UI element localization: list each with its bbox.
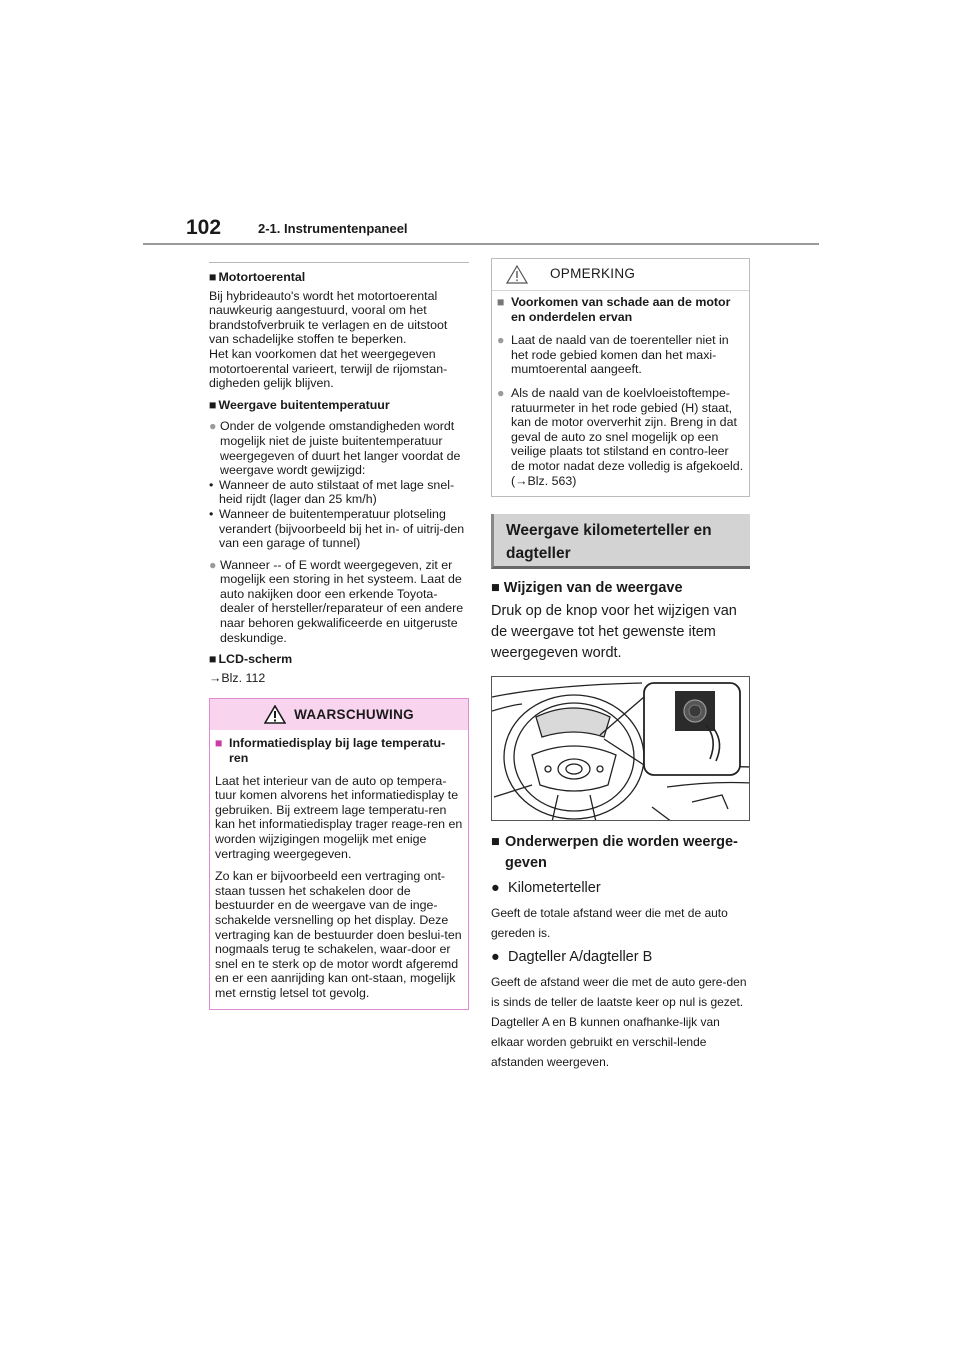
circle-bullet-icon: ● [491, 949, 500, 966]
caution-triangle-icon [506, 265, 528, 284]
circle-bullet-icon: ● [497, 385, 505, 400]
column-top-rule [209, 262, 469, 263]
buitentemperatuur-bullet-2: ● Wanneer -- of E wordt weergegeven, zit… [209, 557, 464, 645]
buitentemperatuur-sub-1: •Wanneer de auto stilstaat of met lage s… [209, 477, 455, 507]
warning-subheading: ■Informatiedisplay bij lage temperatu-re… [215, 736, 446, 766]
warning-body: ■Informatiedisplay bij lage temperatu-re… [210, 730, 468, 1008]
kilometerteller-item: ●Kilometerteller [491, 880, 601, 897]
warning-box: WAARSCHUWING ■Informatiedisplay bij lage… [209, 698, 469, 1010]
chapter-title: 2-1. Instrumentenpaneel [258, 221, 408, 236]
note-box: OPMERKING ■Voorkomen van schade aan de m… [491, 258, 750, 498]
kilometerteller-text: Geeft de totale afstand weer die met de … [491, 906, 728, 941]
page-header: 102 2-1. Instrumentenpaneel [0, 0, 960, 250]
lcd-page-ref[interactable]: →Blz. 112 [209, 670, 266, 685]
section-title-line-2: dagteller [506, 545, 571, 563]
square-bullet-icon: ■ [491, 580, 500, 597]
warning-header: WAARSCHUWING [210, 699, 468, 731]
note-body: ■Voorkomen van schade aan de motor en on… [492, 291, 749, 496]
note-bullet-2: ●Als de naald van de koelvloeistoftempe-… [497, 385, 744, 488]
wijzigen-heading: ■Wijzigen van de weergave [491, 580, 683, 597]
buitentemperatuur-bullet-1: ● Onder de volgende omstandigheden wordt… [209, 419, 461, 478]
wijzigen-text: Druk op de knop voor het wijzigen van de… [491, 603, 737, 662]
header-divider [143, 243, 819, 245]
square-bullet-icon: ■ [215, 736, 223, 751]
motortoerental-heading: ■Motortoerental [209, 270, 306, 284]
dagteller-item: ●Dagteller A/dagteller B [491, 949, 653, 966]
section-title-bar: Weergave kilometerteller en dagteller [491, 514, 750, 570]
note-subheading: ■Voorkomen van schade aan de motor en on… [497, 295, 731, 324]
motortoerental-text: Bij hybrideauto's wordt het motortoerent… [209, 288, 448, 391]
buitentemperatuur-heading: ■Weergave buitentemperatuur [209, 397, 390, 412]
note-bullet-1: ●Laat de naald van de toerenteller niet … [497, 333, 729, 377]
note-header: OPMERKING [492, 259, 749, 291]
circle-bullet-icon: ● [491, 880, 500, 897]
note-title: OPMERKING [550, 266, 636, 282]
steering-wheel-illustration [491, 676, 750, 822]
warning-triangle-icon [264, 705, 287, 725]
square-bullet-icon: ■ [491, 834, 500, 851]
square-bullet-icon: ■ [209, 397, 217, 412]
warning-paragraph-2: Zo kan er bijvoorbeeld een vertraging on… [215, 869, 462, 1000]
circle-bullet-icon: ● [497, 333, 505, 348]
left-column: ■Motortoerental Bij hybrideauto's wordt … [209, 262, 469, 1010]
lcd-heading: ■LCD-scherm [209, 652, 293, 667]
page-number: 102 [186, 216, 222, 239]
square-bullet-icon: ■ [497, 295, 505, 309]
right-column: OPMERKING ■Voorkomen van schade aan de m… [491, 258, 750, 1072]
square-bullet-icon: ■ [209, 652, 217, 667]
square-bullet-icon: ■ [209, 270, 217, 284]
circle-bullet-icon: ● [209, 419, 217, 434]
warning-title: WAARSCHUWING [294, 706, 414, 722]
section-title-line-1: Weergave kilometerteller en [506, 522, 712, 540]
onderwerpen-heading: ■Onderwerpen die worden weerge-geven [491, 834, 738, 872]
circle-bullet-icon: ● [209, 557, 217, 572]
buitentemperatuur-sub-2: •Wanneer de buitentemperatuur plotseling… [209, 506, 465, 551]
dagteller-text: Geeft de afstand weer die met de auto ge… [491, 975, 747, 1070]
steering-wheel-drawing [492, 682, 749, 821]
warning-paragraph-1: Laat het interieur van de auto op temper… [215, 773, 463, 861]
